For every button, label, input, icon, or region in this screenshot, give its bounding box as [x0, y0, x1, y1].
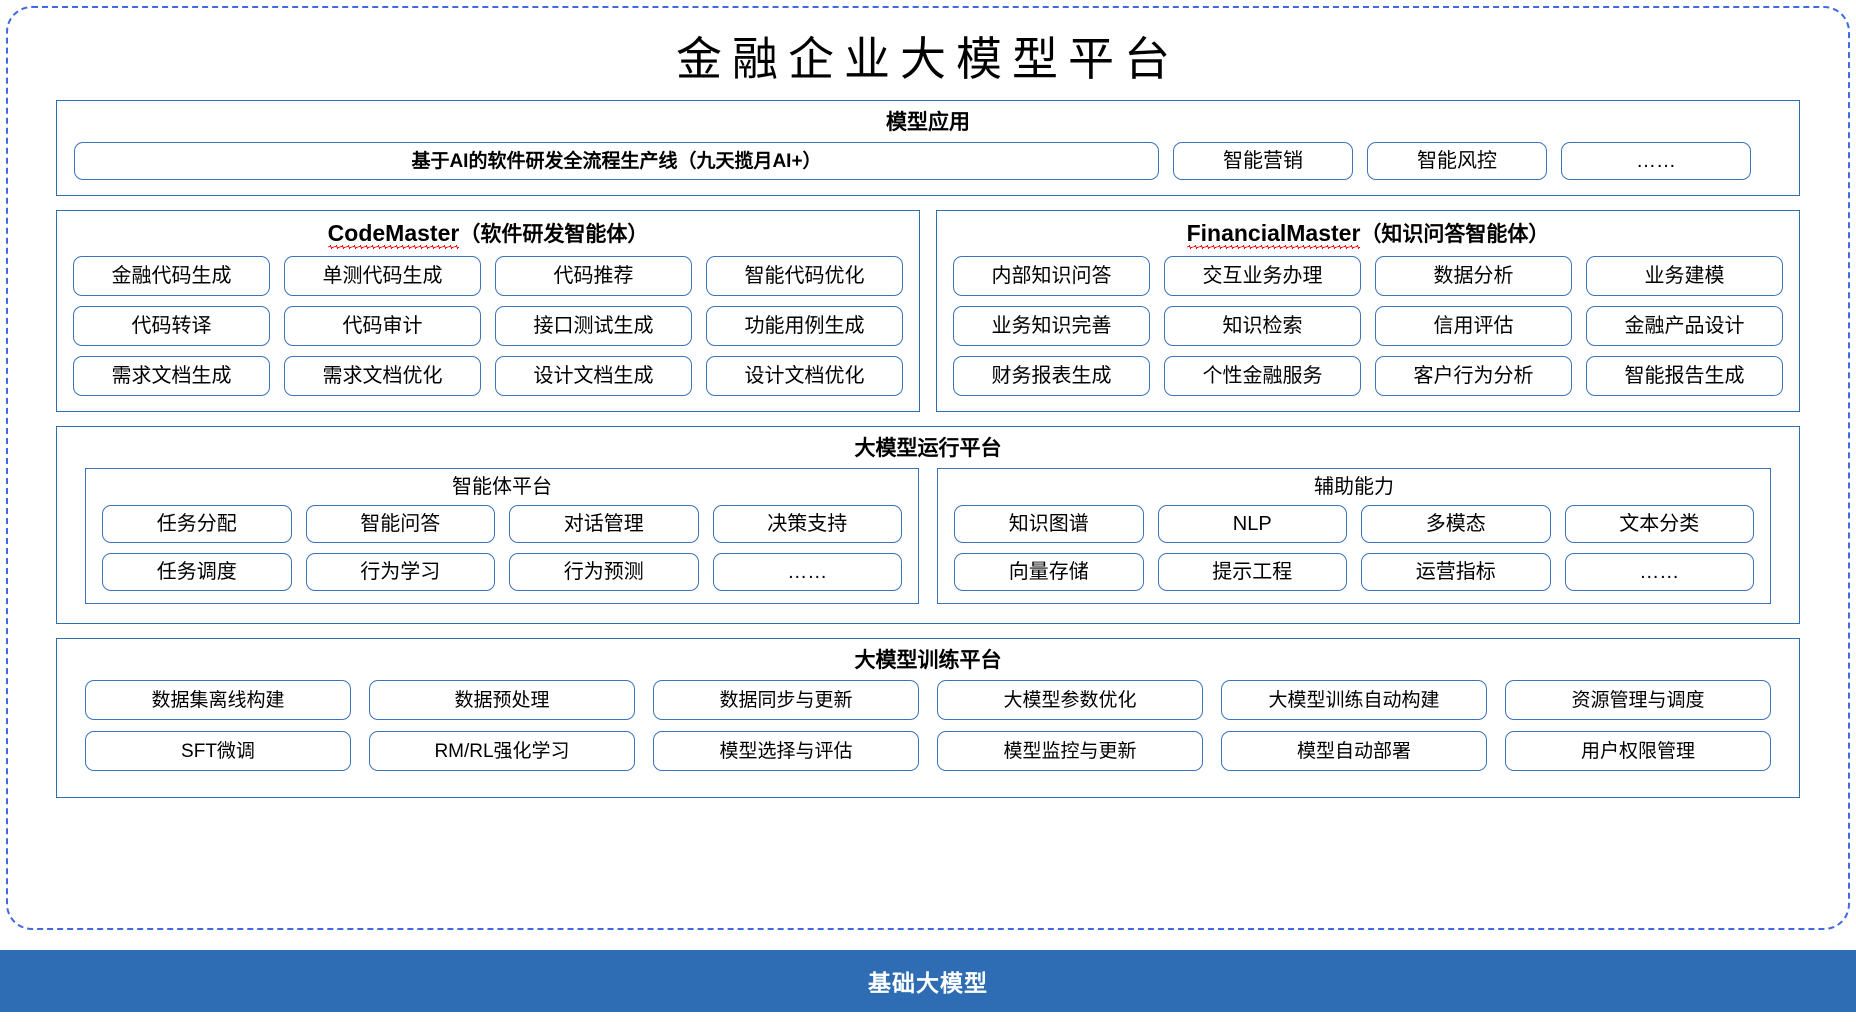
training-chip[interactable]: 数据集离线构建 [85, 680, 351, 720]
runtime-chip-more[interactable]: …… [1564, 553, 1754, 591]
runtime-chip[interactable]: 知识图谱 [954, 505, 1144, 543]
capability-chip[interactable]: 信用评估 [1375, 306, 1572, 346]
capability-chip[interactable]: 代码审计 [284, 306, 481, 346]
runtime-chip[interactable]: 智能问答 [305, 505, 495, 543]
section-title-financialmaster: FinancialMaster（知识问答智能体） [949, 211, 1787, 256]
training-chip[interactable]: 大模型参数优化 [937, 680, 1203, 720]
runtime-chip[interactable]: 行为学习 [305, 553, 495, 591]
agents-row: CodeMaster（软件研发智能体） 金融代码生成 单测代码生成 代码推荐 智… [56, 210, 1800, 412]
training-chip[interactable]: 资源管理与调度 [1505, 680, 1771, 720]
codemaster-capability-grid: 金融代码生成 单测代码生成 代码推荐 智能代码优化 代码转译 代码审计 接口测试… [69, 256, 907, 406]
runtime-chip-more[interactable]: …… [712, 553, 902, 591]
agent-platform-grid: 任务分配 智能问答 对话管理 决策支持 任务调度 行为学习 行为预测 …… [98, 505, 906, 591]
capability-chip[interactable]: 业务知识完善 [953, 306, 1150, 346]
capability-chip[interactable]: 单测代码生成 [284, 256, 481, 296]
training-chip[interactable]: 数据同步与更新 [653, 680, 919, 720]
codemaster-name-cn: （软件研发智能体） [459, 223, 649, 246]
training-chip[interactable]: 模型监控与更新 [937, 731, 1203, 771]
runtime-chip[interactable]: 向量存储 [954, 553, 1144, 591]
section-financialmaster: FinancialMaster（知识问答智能体） 内部知识问答 交互业务办理 数… [936, 210, 1800, 412]
training-platform-grid: 数据集离线构建 数据预处理 数据同步与更新 大模型参数优化 大模型训练自动构建 … [71, 680, 1785, 771]
runtime-chip[interactable]: 多模态 [1361, 505, 1551, 543]
training-chip[interactable]: 用户权限管理 [1505, 731, 1771, 771]
capability-chip[interactable]: 交互业务办理 [1164, 256, 1361, 296]
capability-chip[interactable]: 接口测试生成 [495, 306, 692, 346]
training-chip[interactable]: 模型选择与评估 [653, 731, 919, 771]
app-chip-more[interactable]: …… [1561, 142, 1751, 180]
runtime-chip[interactable]: 文本分类 [1564, 505, 1754, 543]
capability-chip[interactable]: 数据分析 [1375, 256, 1572, 296]
capability-chip[interactable]: 客户行为分析 [1375, 356, 1572, 396]
training-chip[interactable]: 模型自动部署 [1221, 731, 1487, 771]
diagram-outer-frame: 金融企业大模型平台 模型应用 基于AI的软件研发全流程生产线（九天揽月AI+） … [6, 6, 1850, 930]
capability-chip[interactable]: 智能报告生成 [1586, 356, 1783, 396]
training-chip[interactable]: 数据预处理 [369, 680, 635, 720]
training-chip[interactable]: SFT微调 [85, 731, 351, 771]
app-chip-smart-risk-control[interactable]: 智能风控 [1367, 142, 1547, 180]
runtime-chip[interactable]: 提示工程 [1157, 553, 1347, 591]
runtime-subpanels: 智能体平台 任务分配 智能问答 对话管理 决策支持 任务调度 行为学习 行为预测… [71, 468, 1785, 618]
runtime-chip[interactable]: 对话管理 [509, 505, 699, 543]
capability-chip[interactable]: 需求文档优化 [284, 356, 481, 396]
runtime-chip[interactable]: 行为预测 [509, 553, 699, 591]
runtime-chip[interactable]: NLP [1157, 505, 1347, 543]
section-title-model-application: 模型应用 [886, 111, 970, 134]
capability-chip[interactable]: 功能用例生成 [706, 306, 903, 346]
base-model-label: 基础大模型 [868, 970, 988, 996]
capability-chip[interactable]: 智能代码优化 [706, 256, 903, 296]
section-model-application: 模型应用 基于AI的软件研发全流程生产线（九天揽月AI+） 智能营销 智能风控 … [56, 100, 1800, 196]
financialmaster-name-en: FinancialMaster [1186, 220, 1361, 249]
capability-chip[interactable]: 设计文档优化 [706, 356, 903, 396]
capability-chip[interactable]: 代码转译 [73, 306, 270, 346]
subpanel-title-agent-platform: 智能体平台 [452, 476, 552, 498]
financialmaster-capability-grid: 内部知识问答 交互业务办理 数据分析 业务建模 业务知识完善 知识检索 信用评估… [949, 256, 1787, 406]
financialmaster-name-cn: （知识问答智能体） [1360, 223, 1550, 246]
section-training-platform: 大模型训练平台 数据集离线构建 数据预处理 数据同步与更新 大模型参数优化 大模… [56, 638, 1800, 798]
capability-chip[interactable]: 内部知识问答 [953, 256, 1150, 296]
subpanel-agent-platform: 智能体平台 任务分配 智能问答 对话管理 决策支持 任务调度 行为学习 行为预测… [85, 468, 919, 604]
subpanel-title-auxiliary-capability: 辅助能力 [1314, 476, 1394, 498]
base-model-bar: 基础大模型 [0, 950, 1856, 1012]
subpanel-auxiliary-capability: 辅助能力 知识图谱 NLP 多模态 文本分类 向量存储 提示工程 运营指标 …… [937, 468, 1771, 604]
section-title-runtime-platform: 大模型运行平台 [854, 437, 1002, 460]
training-chip[interactable]: 大模型训练自动构建 [1221, 680, 1487, 720]
codemaster-name-en: CodeMaster [327, 220, 460, 249]
page-title: 金融企业大模型平台 [676, 32, 1180, 86]
capability-chip[interactable]: 需求文档生成 [73, 356, 270, 396]
training-chip[interactable]: RM/RL强化学习 [369, 731, 635, 771]
capability-chip[interactable]: 金融代码生成 [73, 256, 270, 296]
section-runtime-platform: 大模型运行平台 智能体平台 任务分配 智能问答 对话管理 决策支持 任务调度 行… [56, 426, 1800, 624]
section-title-codemaster: CodeMaster（软件研发智能体） [69, 211, 907, 256]
section-codemaster: CodeMaster（软件研发智能体） 金融代码生成 单测代码生成 代码推荐 智… [56, 210, 920, 412]
section-title-training-platform: 大模型训练平台 [854, 649, 1002, 672]
capability-chip[interactable]: 代码推荐 [495, 256, 692, 296]
capability-chip[interactable]: 财务报表生成 [953, 356, 1150, 396]
capability-chip[interactable]: 业务建模 [1586, 256, 1783, 296]
runtime-chip[interactable]: 任务调度 [102, 553, 292, 591]
auxiliary-capability-grid: 知识图谱 NLP 多模态 文本分类 向量存储 提示工程 运营指标 …… [950, 505, 1758, 591]
runtime-chip[interactable]: 任务分配 [102, 505, 292, 543]
app-chip-smart-marketing[interactable]: 智能营销 [1173, 142, 1353, 180]
runtime-chip[interactable]: 运营指标 [1361, 553, 1551, 591]
app-chip-ai-software-pipeline[interactable]: 基于AI的软件研发全流程生产线（九天揽月AI+） [74, 142, 1159, 180]
capability-chip[interactable]: 设计文档生成 [495, 356, 692, 396]
runtime-chip[interactable]: 决策支持 [712, 505, 902, 543]
model-application-items: 基于AI的软件研发全流程生产线（九天揽月AI+） 智能营销 智能风控 …… [71, 142, 1785, 180]
capability-chip[interactable]: 金融产品设计 [1586, 306, 1783, 346]
capability-chip[interactable]: 个性金融服务 [1164, 356, 1361, 396]
capability-chip[interactable]: 知识检索 [1164, 306, 1361, 346]
